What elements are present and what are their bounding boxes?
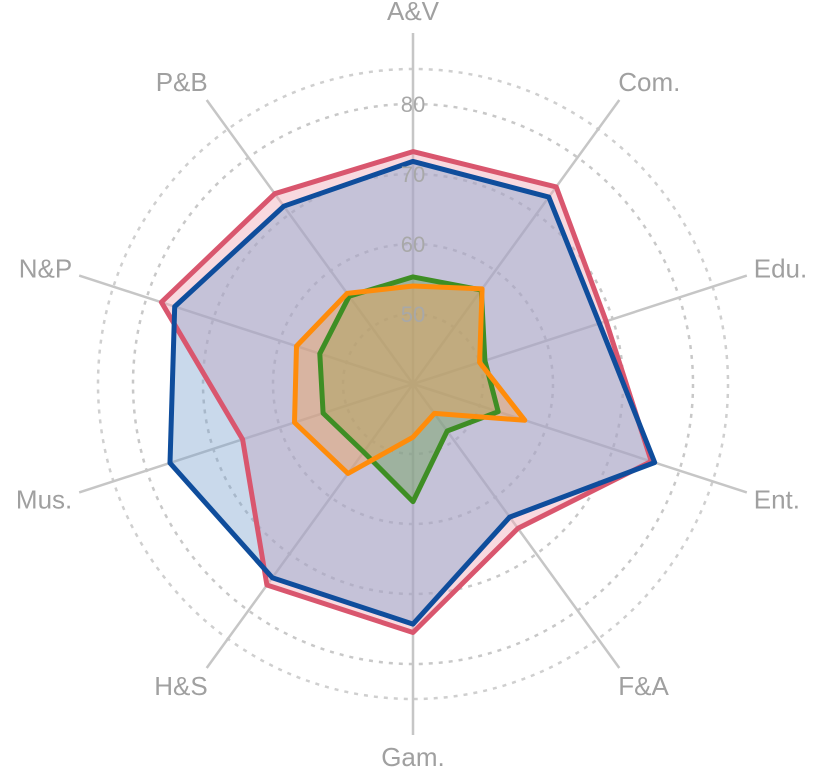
spoke: [205, 99, 415, 385]
grid-circle: [271, 242, 555, 526]
spoke: [78, 382, 414, 494]
category-label: Edu.: [754, 254, 808, 284]
category-label: Com.: [618, 67, 680, 97]
category-labels: A&V Com. Edu. Ent. F&A Gam. H&S Mus. N&P P&B: [16, 0, 807, 772]
spoke: [412, 382, 748, 494]
series-layer: [158, 149, 658, 635]
category-label: Gam.: [381, 742, 445, 772]
series-4-line: [292, 283, 528, 476]
category-label: N&P: [19, 254, 72, 284]
tick-label: 80: [401, 92, 425, 117]
category-label: A&V: [387, 0, 440, 26]
series-3-area: [319, 276, 499, 502]
grid-circle: [341, 312, 485, 456]
series-2-area: [170, 161, 655, 625]
series-4-area: [294, 286, 525, 474]
series-3-line: [317, 274, 501, 505]
category-label: F&A: [618, 671, 669, 701]
spoke: [412, 274, 748, 386]
tick-label: 60: [401, 232, 425, 257]
spoke: [205, 383, 415, 669]
spoke: [78, 274, 414, 386]
category-label: Ent.: [754, 484, 800, 514]
tick-label: 50: [401, 302, 425, 327]
grid-circle: [131, 102, 695, 666]
category-label: H&S: [154, 671, 207, 701]
spoke: [411, 99, 621, 385]
series-1-line: [158, 149, 654, 635]
tick-label: 70: [401, 162, 425, 187]
series-2-line: [167, 158, 658, 627]
category-label: P&B: [156, 67, 208, 97]
category-label: Mus.: [16, 484, 72, 514]
radial-tick-labels: 50 60 70 80: [401, 92, 425, 327]
